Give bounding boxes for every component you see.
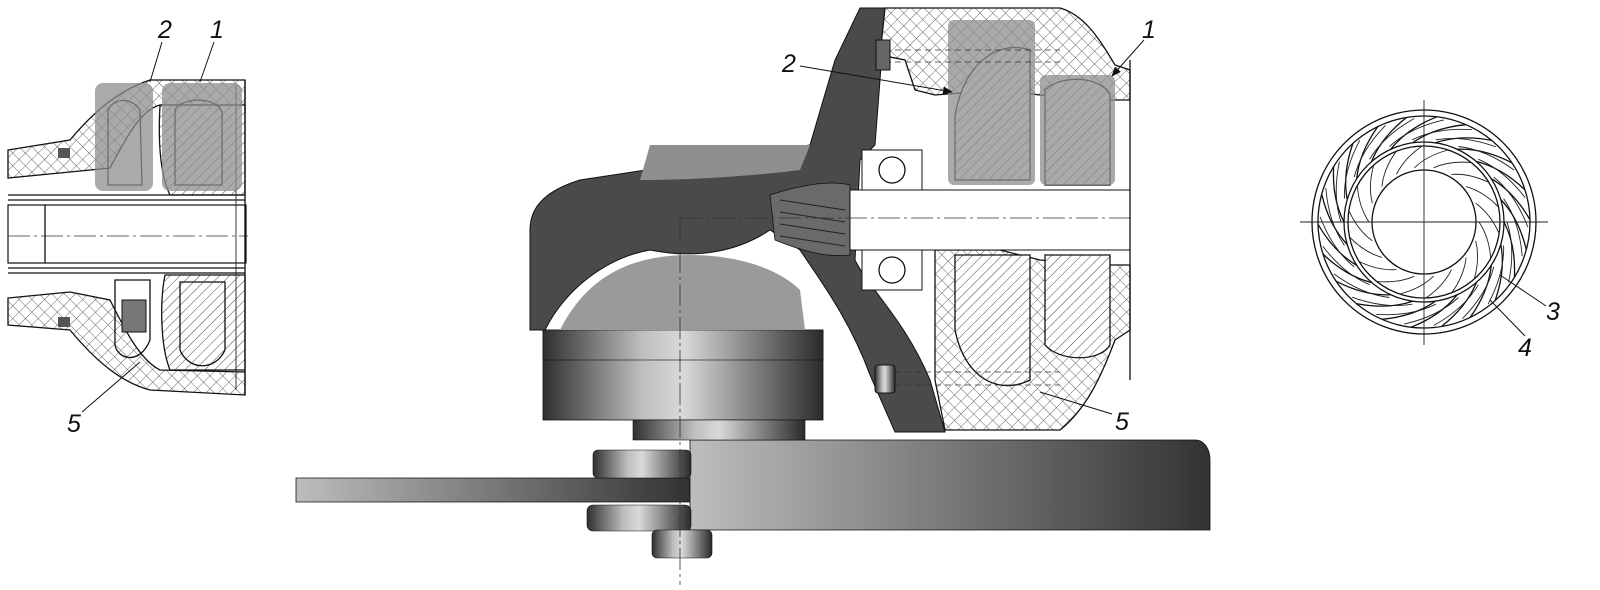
- callout-1: 1: [210, 16, 224, 44]
- impeller-blade: [1435, 137, 1497, 148]
- bearing-lower: [861, 249, 923, 291]
- impeller-blade: [1349, 236, 1383, 258]
- impeller-blade: [1487, 245, 1505, 305]
- pin: [58, 148, 70, 158]
- callout-3: 3: [1546, 298, 1560, 326]
- impeller-blade: [1399, 275, 1434, 295]
- seal-element: [121, 299, 147, 333]
- impeller-blade: [1358, 261, 1397, 271]
- impeller-blade: [1451, 257, 1467, 294]
- impeller-blade: [1503, 198, 1523, 257]
- impeller-blade: [1351, 296, 1413, 307]
- impeller-blade: [1369, 164, 1375, 204]
- impeller-blade: [1356, 300, 1413, 307]
- impeller-blade: [1451, 173, 1490, 183]
- rotor-shaft: [849, 189, 1131, 251]
- nut-lower: [586, 504, 692, 532]
- spindle-collar: [632, 419, 806, 441]
- impeller-blade: [1356, 126, 1379, 179]
- impeller-blade: [1348, 210, 1373, 242]
- impeller-blade: [1381, 150, 1397, 187]
- impeller-blade: [1433, 284, 1479, 326]
- impeller-blade: [1458, 146, 1515, 171]
- impeller-blade: [1376, 303, 1437, 316]
- guard-base: [689, 439, 1211, 531]
- pin: [58, 317, 70, 327]
- impeller-blade: [1335, 280, 1391, 296]
- callout-2: 2: [157, 16, 172, 44]
- impeller-blade: [1353, 125, 1386, 178]
- impeller-blade: [1370, 116, 1408, 162]
- impeller-lower: [954, 254, 1031, 387]
- impeller-blade: [1396, 145, 1423, 175]
- callout-2: 2: [781, 50, 796, 78]
- main-assembly-view: 1 2 5: [295, 7, 1211, 585]
- impeller-blade: [1476, 160, 1526, 191]
- impeller-blade: [1494, 244, 1503, 301]
- impeller-blade: [1473, 240, 1479, 280]
- impeller-blade: [1478, 158, 1526, 198]
- impeller-blade: [1376, 275, 1415, 283]
- impeller-blade: [1414, 149, 1449, 169]
- impeller-blade: [1457, 148, 1513, 164]
- left-section-view: 2 1 5: [7, 16, 248, 438]
- impeller-blade: [1478, 221, 1492, 259]
- impeller-blade: [1493, 176, 1529, 228]
- gear-head-top: [640, 145, 810, 180]
- impeller-blade: [1425, 269, 1452, 299]
- lower-rotor-section: [161, 274, 246, 371]
- highlight-zone-2: [95, 83, 153, 191]
- gear-head-inner: [560, 255, 805, 330]
- nut-upper: [592, 449, 692, 479]
- impeller-blade: [1500, 199, 1527, 250]
- impeller-blade: [1369, 118, 1415, 160]
- shaft: [7, 204, 247, 264]
- impeller-blade: [1381, 300, 1436, 320]
- callout-5: 5: [1115, 408, 1129, 436]
- stator-lower: [1044, 254, 1111, 359]
- impeller-blade: [1322, 253, 1372, 284]
- impeller-blade: [1333, 273, 1390, 298]
- impeller-blade: [1319, 216, 1355, 268]
- callout-1: 1: [1142, 16, 1156, 44]
- highlight-zone-1-main: [1040, 75, 1115, 185]
- impeller-blade: [1440, 282, 1478, 328]
- impeller-blade: [1506, 221, 1513, 283]
- highlight-zone-1: [162, 83, 242, 191]
- impeller-blade: [1343, 139, 1361, 199]
- impeller-blade: [1317, 223, 1358, 266]
- impeller-blade: [1503, 221, 1516, 278]
- bolt: [875, 39, 891, 71]
- bolt: [874, 364, 896, 394]
- spindle-end: [651, 529, 713, 559]
- impeller-blade: [1475, 202, 1500, 234]
- impeller-blade: [1356, 185, 1370, 223]
- impeller-end-view: 3 4: [1300, 100, 1560, 362]
- impeller-blade: [1412, 124, 1467, 144]
- impeller-blade: [1462, 266, 1495, 319]
- impeller-blade: [1410, 294, 1458, 328]
- impeller-blade: [1433, 161, 1472, 169]
- impeller-blade: [1465, 186, 1499, 208]
- impeller-blade: [1490, 178, 1531, 221]
- impeller-blade: [1404, 297, 1459, 325]
- impeller-blade: [1325, 187, 1345, 246]
- grinding-disc: [295, 477, 691, 503]
- bearing-upper: [861, 149, 923, 191]
- impeller-blade: [1321, 194, 1348, 245]
- impeller-blade: [1389, 119, 1444, 147]
- impeller-blade: [1335, 161, 1342, 223]
- callout-5: 5: [67, 410, 81, 438]
- impeller-blade: [1435, 137, 1492, 144]
- impeller-blade: [1469, 265, 1492, 318]
- impeller-blade: [1411, 128, 1472, 141]
- impeller-blade: [1345, 143, 1354, 200]
- impeller-blade: [1332, 166, 1345, 223]
- impeller-blade: [1390, 116, 1438, 150]
- callout-4: 4: [1518, 334, 1532, 362]
- impeller-blade: [1322, 246, 1370, 286]
- highlight-zone-2-main: [948, 20, 1035, 185]
